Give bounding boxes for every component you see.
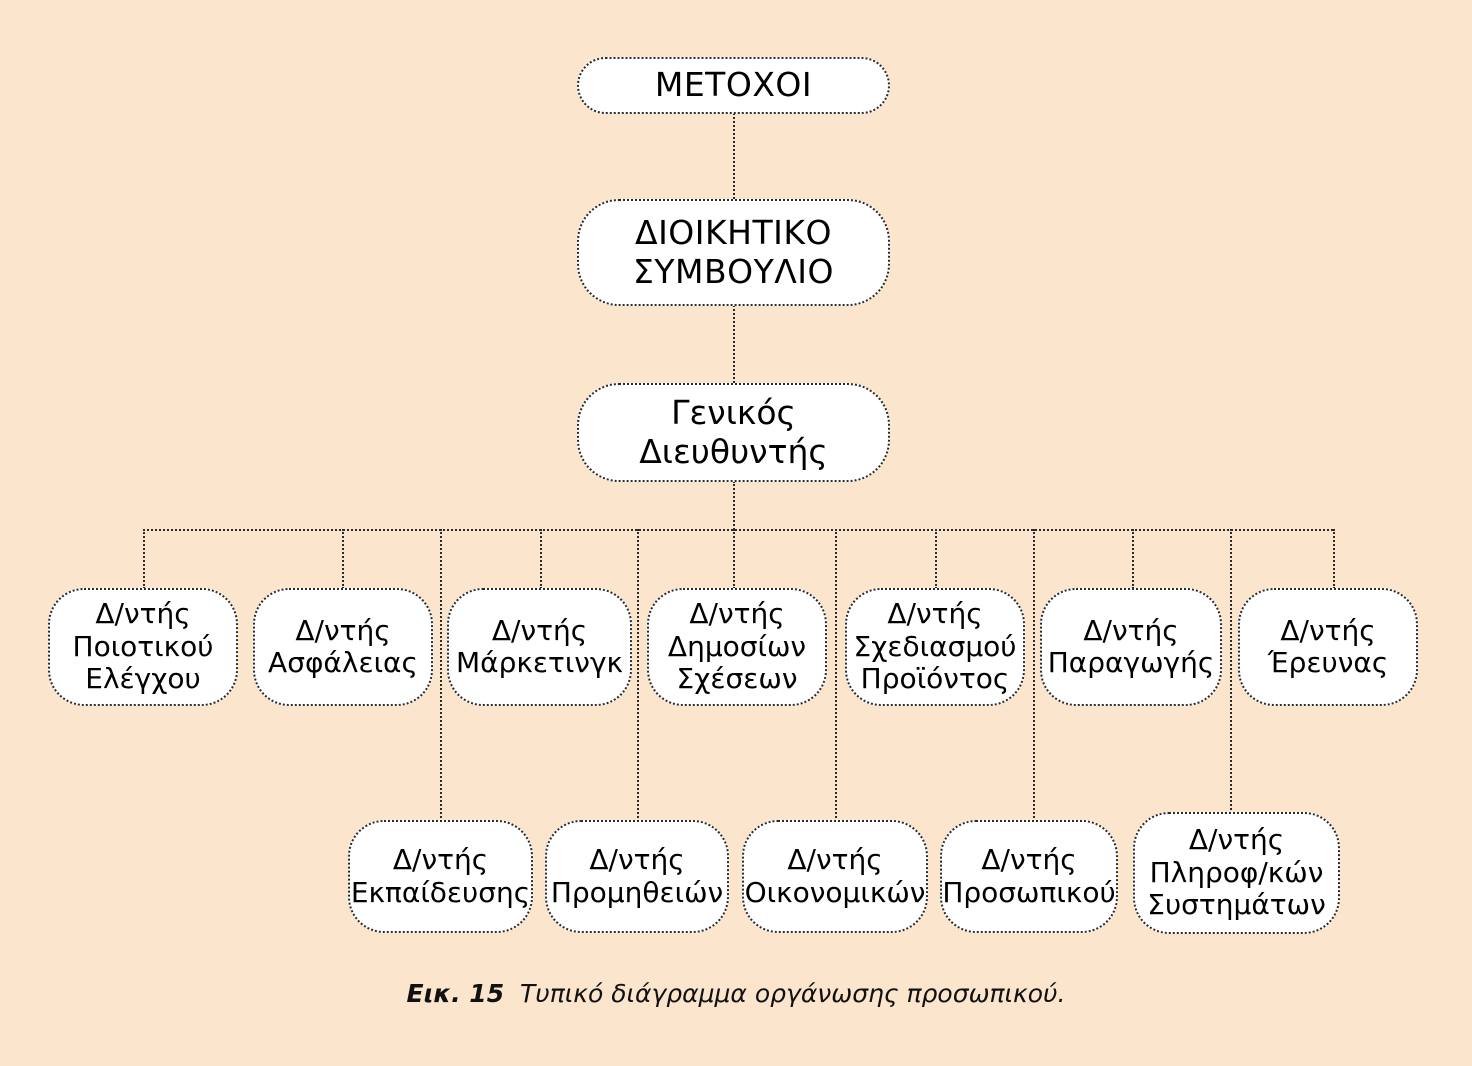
connector-bus-to-d2	[342, 529, 344, 589]
node-director-safety[interactable]: Δ/ντής Ασφάλειας	[253, 588, 433, 706]
connector-bus-to-e2	[637, 529, 639, 822]
node-director-training[interactable]: Δ/ντής Εκπαίδευσης	[348, 820, 533, 933]
node-director-research[interactable]: Δ/ντής Έρευνας	[1238, 588, 1418, 706]
node-director-product-design[interactable]: Δ/ντής Σχεδιασμού Προϊόντος	[845, 588, 1025, 706]
node-director-quality-control[interactable]: Δ/ντής Ποιοτικού Ελέγχου	[48, 588, 238, 706]
node-director-procurement[interactable]: Δ/ντής Προμηθειών	[545, 820, 729, 933]
node-director-information-systems[interactable]: Δ/ντής Πληροφ/κών Συστημάτων	[1133, 812, 1340, 934]
node-director-public-relations[interactable]: Δ/ντής Δημοσίων Σχέσεων	[647, 588, 827, 706]
connector-gm-to-bus	[733, 481, 735, 530]
figure-caption: Εικ. 15 Τυπικό διάγραμμα οργάνωσης προσω…	[0, 979, 1472, 1008]
connector-bus-to-e1	[440, 529, 442, 822]
figure-caption-label: Εικ. 15	[406, 979, 505, 1008]
figure-caption-text: Τυπικό διάγραμμα οργάνωσης προσωπικού.	[520, 979, 1066, 1008]
connector-board-to-gm	[733, 305, 735, 383]
node-director-finance[interactable]: Δ/ντής Οικονομικών	[742, 820, 928, 933]
connector-bus-to-d4	[733, 529, 735, 589]
connector-horizontal-bus	[143, 529, 1333, 531]
connector-bus-to-d7	[1333, 529, 1335, 589]
connector-bus-to-d5	[935, 529, 937, 589]
connector-bus-to-d6	[1132, 529, 1134, 589]
connector-bus-to-e3	[835, 529, 837, 822]
node-board-of-directors[interactable]: ΔΙΟΙΚΗΤΙΚΟ ΣΥΜΒΟΥΛΙΟ	[577, 199, 890, 306]
connector-bus-to-d1	[143, 529, 145, 589]
node-director-production[interactable]: Δ/ντής Παραγωγής	[1040, 588, 1222, 706]
node-metoxoi[interactable]: ΜΕΤΟΧΟΙ	[577, 57, 890, 114]
connector-metoxoi-to-board	[733, 113, 735, 199]
node-director-personnel[interactable]: Δ/ντής Προσωπικού	[940, 820, 1118, 933]
connector-bus-to-e4	[1033, 529, 1035, 822]
node-director-marketing[interactable]: Δ/ντής Μάρκετινγκ	[447, 588, 632, 706]
connector-bus-to-d3	[540, 529, 542, 589]
node-general-manager[interactable]: Γενικός Διευθυντής	[577, 383, 890, 482]
connector-bus-to-e5	[1230, 529, 1232, 817]
